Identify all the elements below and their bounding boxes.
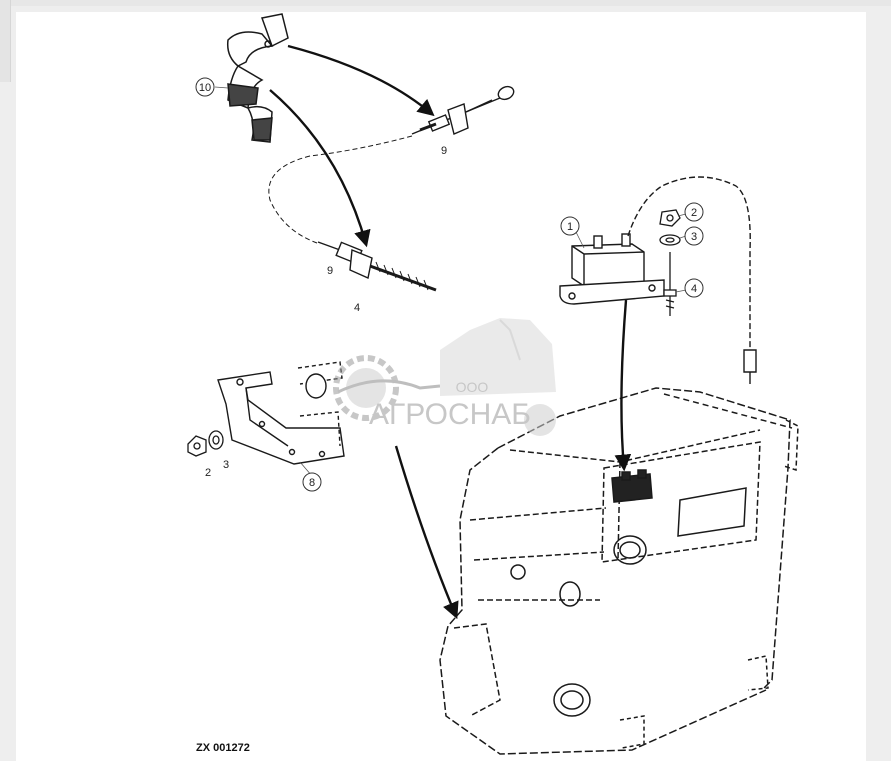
watermark-logo: ООО АГРОСНАБ xyxy=(333,318,556,436)
callout-3-left: 3 xyxy=(223,459,229,471)
callout-9-upper: 9 xyxy=(441,145,447,157)
callout-10: 10 xyxy=(195,77,215,97)
svg-text:9: 9 xyxy=(441,145,447,157)
svg-text:2: 2 xyxy=(205,467,211,479)
callout-3-right: 3 xyxy=(684,226,704,246)
svg-text:3: 3 xyxy=(691,231,697,243)
left-panel-edge xyxy=(0,0,11,82)
svg-text:4: 4 xyxy=(691,283,697,295)
callout-4-right: 4 xyxy=(684,278,704,298)
fasteners-right xyxy=(659,209,681,316)
cable-end-upper-part-9 xyxy=(411,85,515,135)
callout-2-right: 2 xyxy=(684,202,704,222)
svg-text:9: 9 xyxy=(327,265,333,277)
callout-9-lower: 9 xyxy=(327,265,333,277)
svg-text:АГРОСНАБ: АГРОСНАБ xyxy=(369,398,531,431)
main-housing xyxy=(439,387,799,755)
bracket-part-8 xyxy=(217,361,345,465)
svg-text:4: 4 xyxy=(354,302,360,314)
cable-end-lower-part-9 xyxy=(317,241,437,292)
callout-4-left: 4 xyxy=(354,302,360,314)
cable-loop xyxy=(268,135,413,245)
callout-2-left: 2 xyxy=(205,467,211,479)
callout-8: 8 xyxy=(302,472,322,492)
relay-part-1 xyxy=(559,176,757,384)
drawing-reference-code: ZX 001272 xyxy=(196,742,250,754)
clip-part-10 xyxy=(226,13,289,143)
svg-text:3: 3 xyxy=(223,459,229,471)
callout-1: 1 xyxy=(560,216,580,236)
svg-text:ООО: ООО xyxy=(456,379,489,395)
svg-text:8: 8 xyxy=(309,477,315,489)
assembly-arrows xyxy=(269,44,632,620)
svg-text:10: 10 xyxy=(199,82,211,94)
top-strip xyxy=(0,0,891,6)
svg-text:2: 2 xyxy=(691,207,697,219)
fasteners-left xyxy=(187,430,224,457)
svg-text:1: 1 xyxy=(567,221,573,233)
